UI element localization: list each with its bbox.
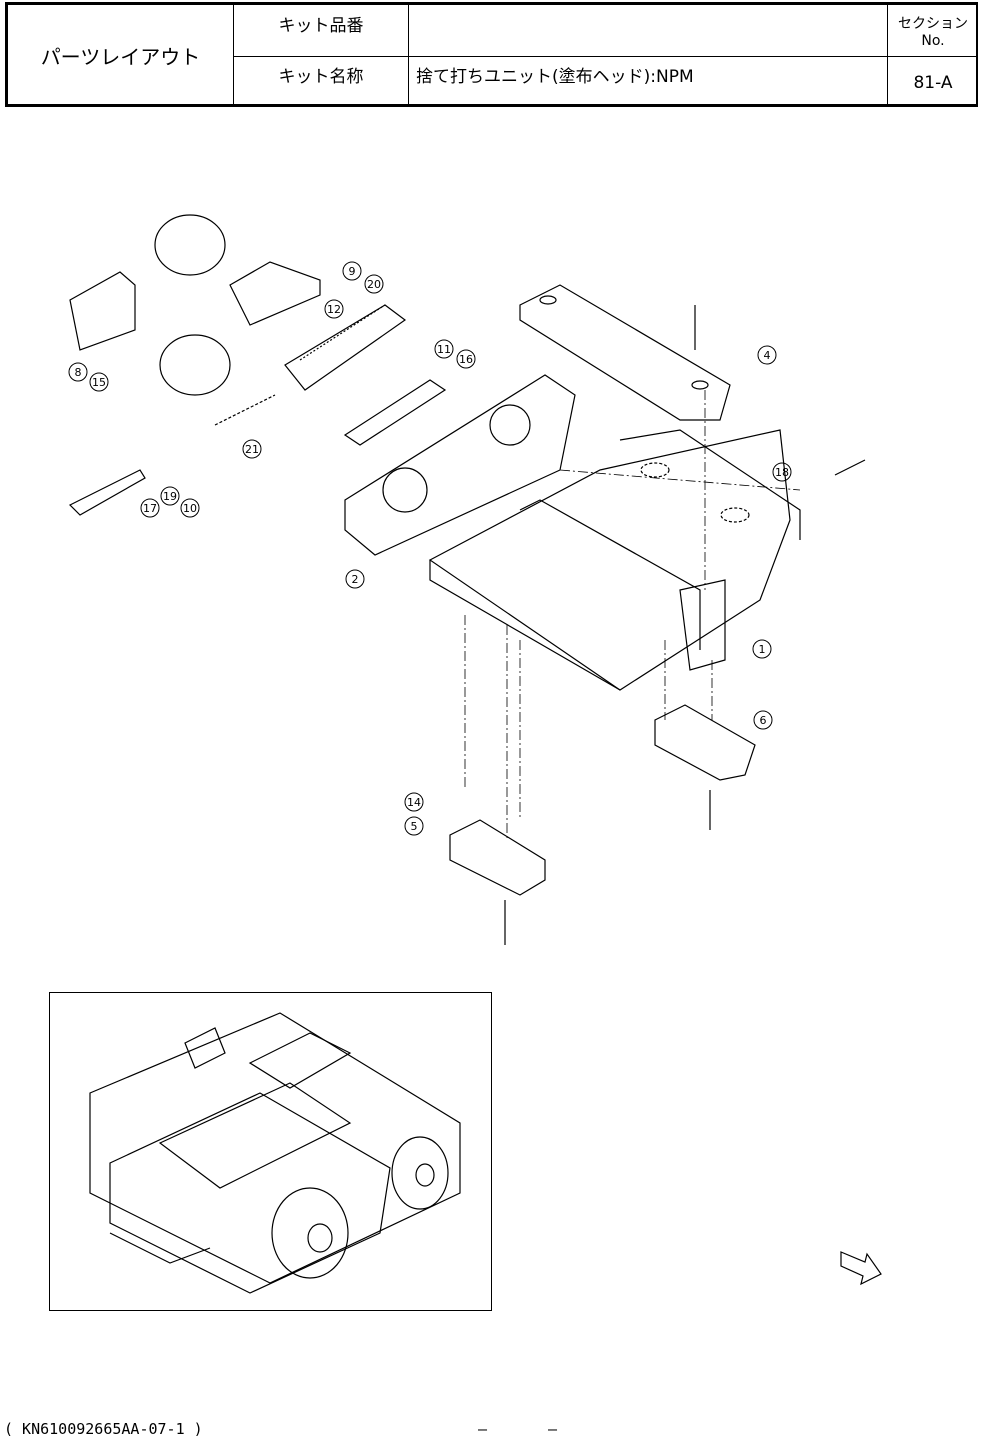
- callout-10: 10: [181, 499, 199, 517]
- callout-6: 6: [754, 711, 772, 729]
- callout-15: 15: [90, 373, 108, 391]
- direction-arrow-icon: [837, 1244, 885, 1286]
- svg-text:4: 4: [764, 349, 771, 362]
- pin-part: [70, 470, 145, 515]
- callout-21: 21: [243, 440, 261, 458]
- svg-text:16: 16: [459, 353, 473, 366]
- exploded-parts-drawing: 1 2 4 5 6 8 9 10 11 12 14 15 16 17 18 19…: [0, 170, 983, 970]
- callout-14: 14: [405, 793, 423, 811]
- rack-gear-part: [285, 305, 405, 390]
- page-dash-right: —: [548, 1420, 557, 1438]
- bracket-housing-parts: [70, 215, 320, 395]
- callout-2: 2: [346, 570, 364, 588]
- assembled-view-box: [49, 992, 492, 1311]
- callout-12: 12: [325, 300, 343, 318]
- callout-4: 4: [758, 346, 776, 364]
- callout-9: 9: [343, 262, 361, 280]
- svg-text:5: 5: [411, 820, 418, 833]
- guide-part: [345, 380, 445, 445]
- callout-11: 11: [435, 340, 453, 358]
- base-block-part: [430, 430, 800, 690]
- svg-text:1: 1: [759, 643, 766, 656]
- callout-1: 1: [753, 640, 771, 658]
- svg-text:2: 2: [352, 573, 359, 586]
- svg-text:9: 9: [349, 265, 356, 278]
- svg-text:19: 19: [163, 490, 177, 503]
- callout-8: 8: [69, 363, 87, 381]
- svg-text:8: 8: [75, 366, 82, 379]
- kit-name-label: キット名称: [234, 62, 408, 87]
- section-label: セクションNo.: [888, 13, 978, 49]
- callout-20: 20: [365, 275, 383, 293]
- callout-19: 19: [161, 487, 179, 505]
- assembly-lines: [465, 390, 800, 840]
- svg-text:18: 18: [775, 466, 789, 479]
- spring-part: [215, 395, 275, 425]
- svg-text:12: 12: [327, 303, 341, 316]
- svg-text:11: 11: [437, 343, 451, 356]
- assembled-view-drawing: [50, 993, 491, 1310]
- callout-17: 17: [141, 499, 159, 517]
- divider: [408, 5, 409, 104]
- document-code: ( KN610092665AA-07-1 ): [4, 1420, 203, 1438]
- callout-18: 18: [773, 463, 791, 481]
- svg-text:20: 20: [367, 278, 381, 291]
- page-dash-left: —: [478, 1420, 487, 1438]
- svg-text:6: 6: [760, 714, 767, 727]
- kit-number-label: キット品番: [234, 11, 408, 36]
- side-plate-part: [345, 375, 575, 555]
- section-value: 81-A: [888, 73, 978, 93]
- svg-text:21: 21: [245, 443, 259, 456]
- screw-parts: [505, 305, 865, 945]
- block-part-5: [450, 820, 545, 895]
- kit-name-value: 捨て打ちユニット(塗布ヘッド):NPM: [416, 62, 886, 87]
- header-table: パーツレイアウト キット品番 キット名称 捨て打ちユニット(塗布ヘッド):NPM…: [5, 2, 978, 107]
- svg-text:15: 15: [92, 376, 106, 389]
- block-part-6: [655, 705, 755, 780]
- callout-16: 16: [457, 350, 475, 368]
- svg-text:17: 17: [143, 502, 157, 515]
- svg-text:10: 10: [183, 502, 197, 515]
- svg-text:14: 14: [407, 796, 421, 809]
- callout-5: 5: [405, 817, 423, 835]
- divider: [233, 56, 976, 57]
- top-bar-part: [520, 285, 730, 420]
- page-title: パーツレイアウト: [8, 5, 233, 105]
